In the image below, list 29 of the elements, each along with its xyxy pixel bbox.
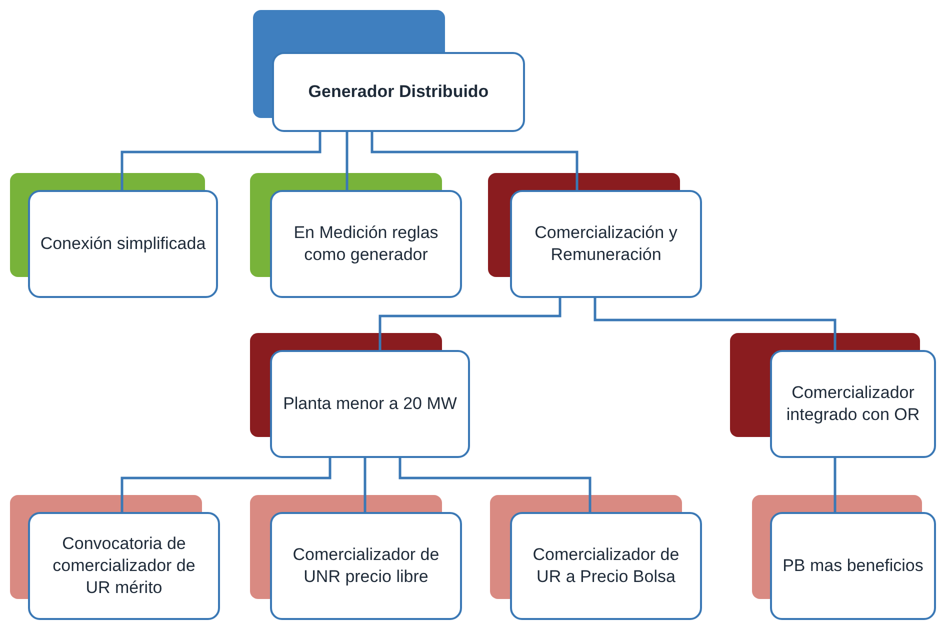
node-box xyxy=(510,190,702,298)
node-box xyxy=(770,350,936,458)
node-box xyxy=(28,512,220,620)
connector-line xyxy=(370,132,578,190)
node-text: Convocatoria de comercializador de UR mérito xyxy=(52,532,196,600)
node-box xyxy=(270,512,462,620)
node-text: Generador Distribuido xyxy=(308,80,489,103)
connector-line xyxy=(398,458,592,512)
node-text: En Medición reglas como generador xyxy=(292,222,440,266)
node-box xyxy=(270,190,462,298)
node-text: Planta menor a 20 MW xyxy=(283,392,457,415)
node-box xyxy=(28,190,218,298)
node-text: Conexión simplificada xyxy=(40,232,206,255)
node-text: PB mas beneficios xyxy=(782,554,924,577)
node-box xyxy=(270,350,470,458)
node-text: Comercializador de UR a Precio Bolsa xyxy=(532,544,680,588)
node-box xyxy=(770,512,936,620)
node-text: Comercializador integrado con OR xyxy=(785,382,921,426)
connector-line xyxy=(120,132,322,190)
node-box xyxy=(510,512,702,620)
connector-line xyxy=(120,458,332,512)
node-text: Comercialización y Remuneración xyxy=(534,222,678,266)
node-text: Comercializador de UNR precio libre xyxy=(292,544,440,588)
connector-line xyxy=(378,298,562,350)
node-box xyxy=(272,52,525,132)
connector-line xyxy=(346,132,348,190)
connector-line xyxy=(594,298,836,350)
connector-line xyxy=(834,458,836,512)
connector-line xyxy=(364,458,366,512)
